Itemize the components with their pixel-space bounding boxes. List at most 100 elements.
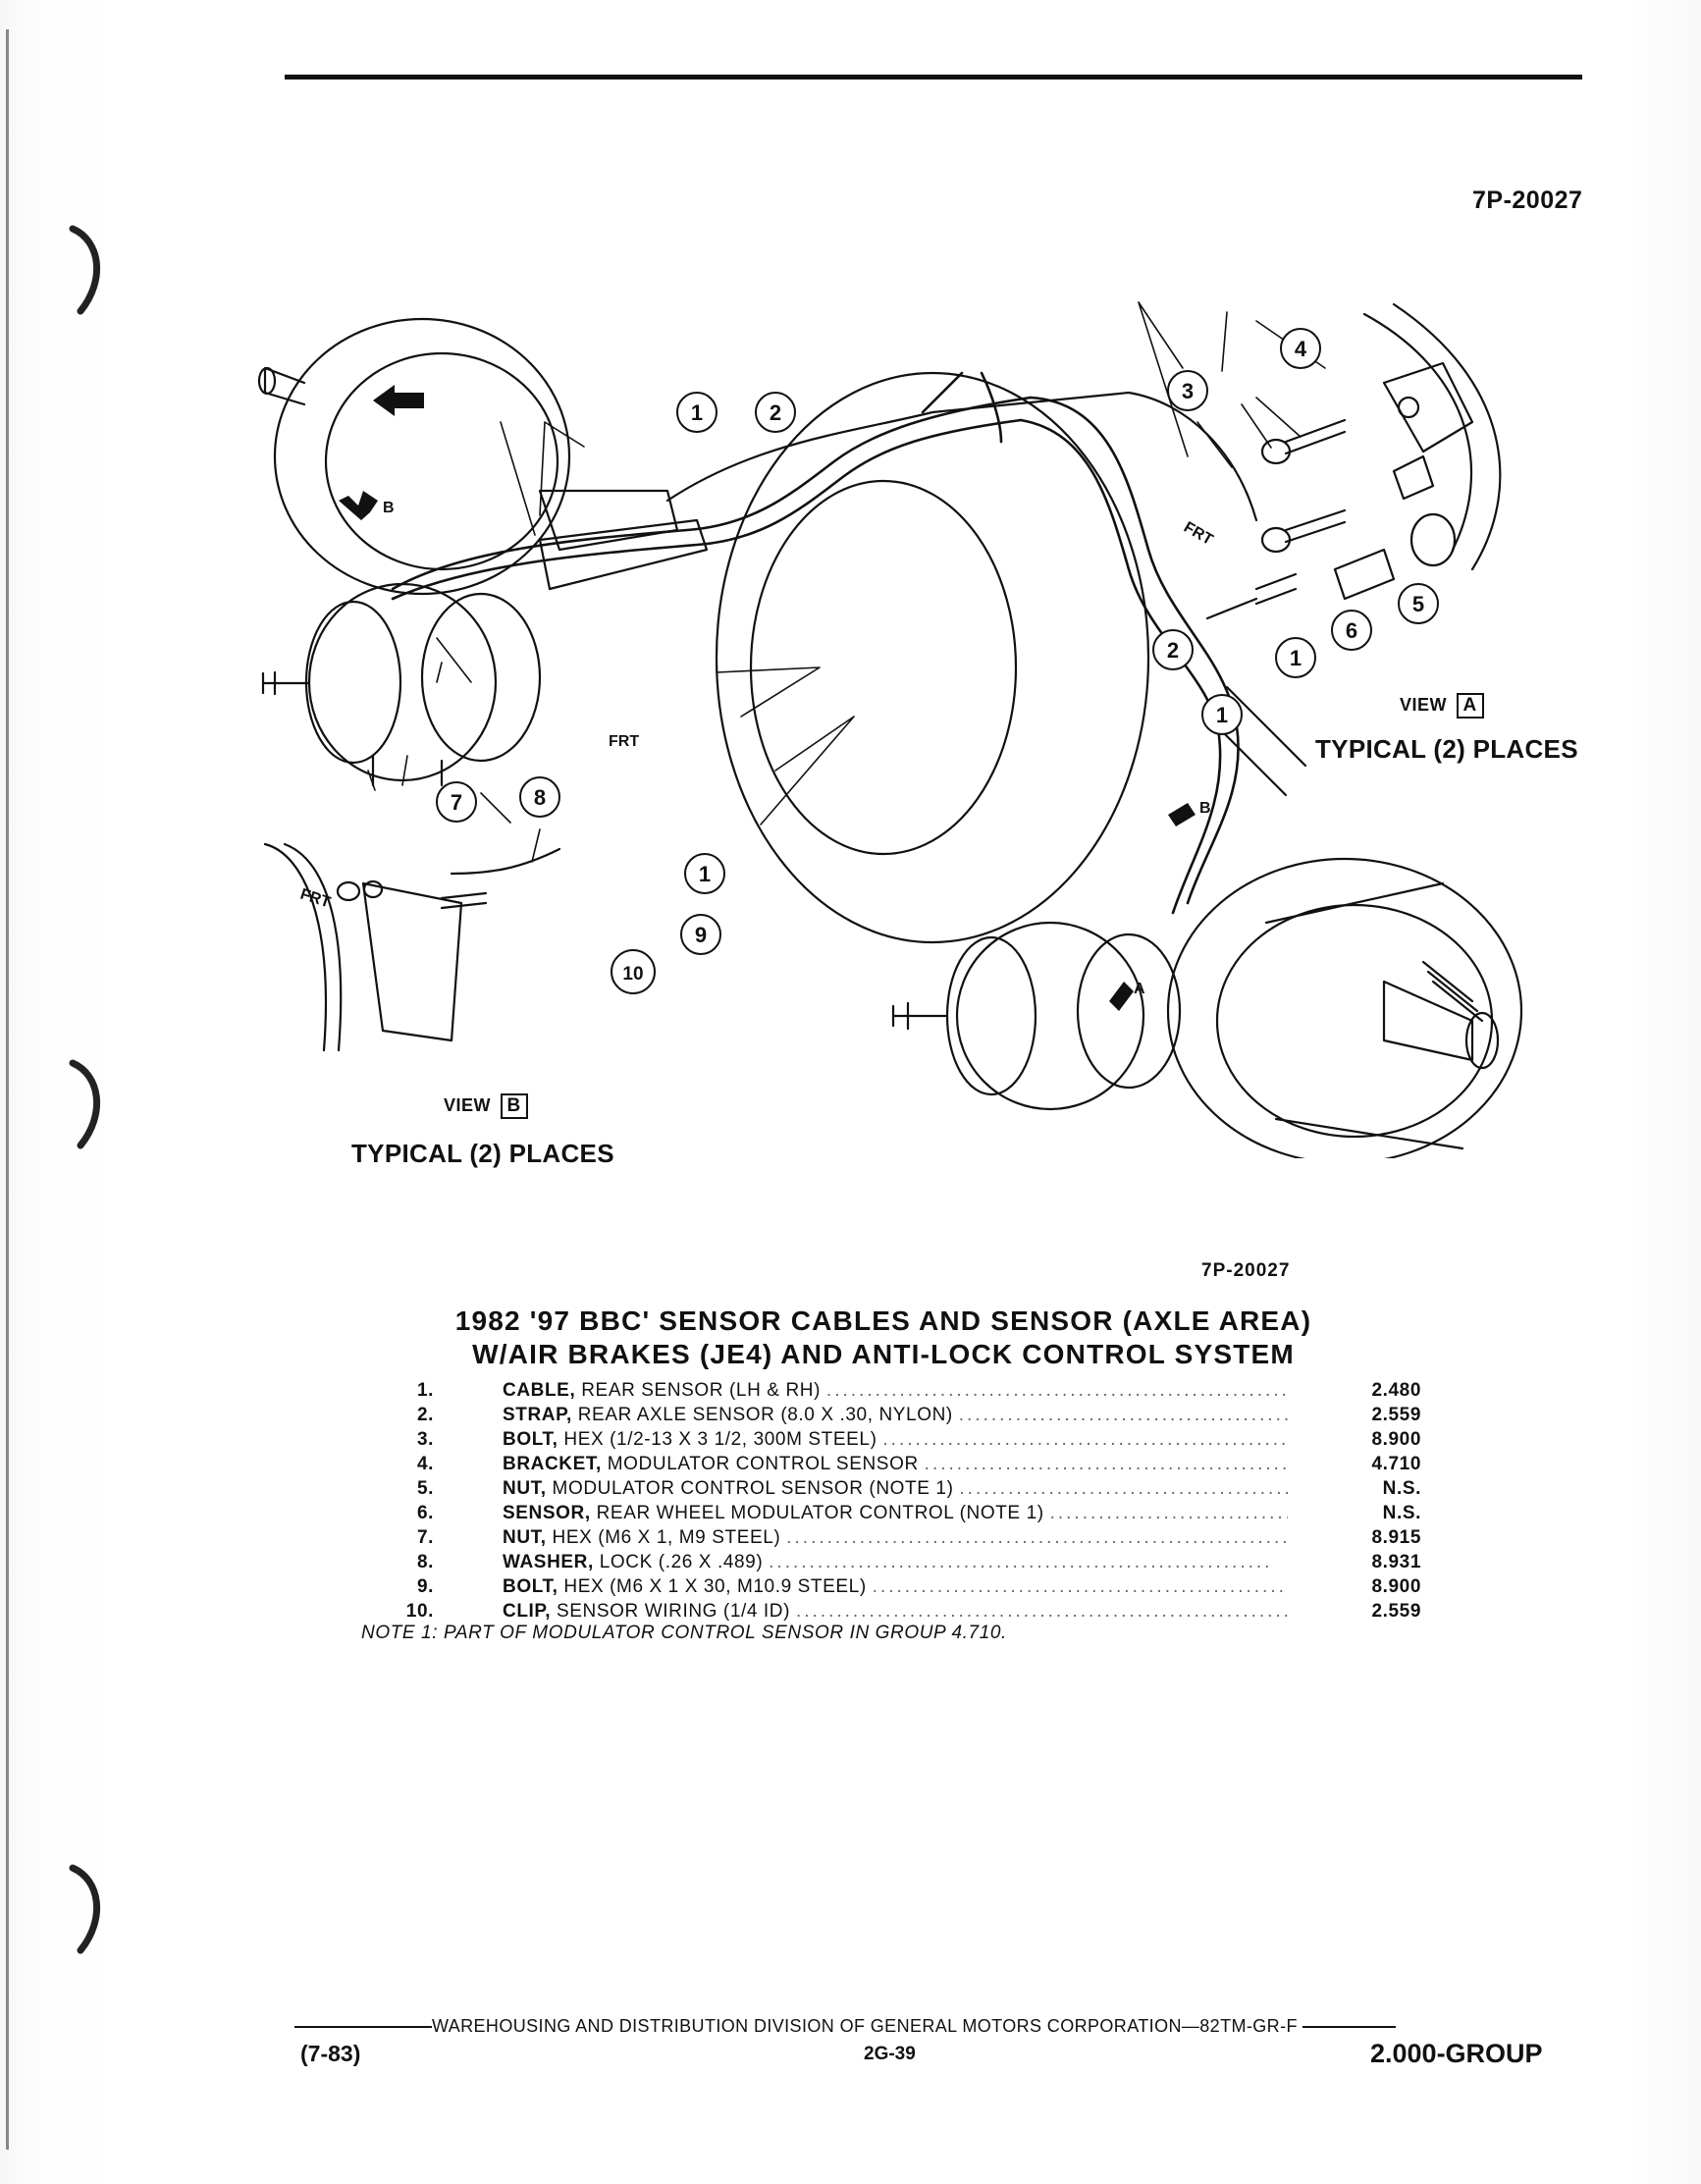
binder-hole-mark	[67, 1055, 110, 1153]
callout-1: 1	[684, 853, 725, 894]
parts-list-row: 2. STRAP, REAR AXLE SENSOR (8.0 X .30, N…	[373, 1403, 1433, 1427]
part-description: BOLT, HEX (1/2-13 X 3 1/2, 300M STEEL) .…	[503, 1429, 1288, 1450]
part-group-number: 2.559	[1371, 1601, 1421, 1622]
view-word: VIEW	[444, 1095, 492, 1115]
header-rule	[285, 75, 1582, 80]
part-group-number: 2.559	[1371, 1405, 1421, 1425]
callout-7: 7	[436, 781, 477, 823]
part-description: CLIP, SENSOR WIRING (1/4 ID) ...........…	[503, 1601, 1288, 1622]
frt-label: FRT	[609, 733, 639, 750]
part-number: 6.	[416, 1503, 434, 1523]
svg-text:1: 1	[691, 400, 703, 425]
view-letter-box: B	[500, 1093, 528, 1119]
parts-list-row: 6. SENSOR, REAR WHEEL MODULATOR CONTROL …	[373, 1501, 1433, 1525]
binder-hole-mark	[67, 1860, 110, 1958]
part-description: NUT, MODULATOR CONTROL SENSOR (NOTE 1) .…	[503, 1478, 1288, 1499]
callout-leaders	[367, 301, 1326, 863]
figure-id-caption: 7P-20027	[1201, 1260, 1291, 1281]
callout-1: 1	[676, 392, 718, 433]
view-letter-box: A	[1456, 693, 1484, 719]
view-a-label: VIEW A	[1400, 693, 1484, 719]
part-description: WASHER, LOCK (.26 X .489) ..............…	[503, 1552, 1273, 1572]
callout-1: 1	[1275, 637, 1316, 678]
svg-text:7: 7	[451, 790, 462, 815]
svg-text:8: 8	[534, 785, 546, 810]
parts-note: NOTE 1: PART OF MODULATOR CONTROL SENSOR…	[361, 1623, 1007, 1643]
svg-text:10: 10	[622, 964, 643, 985]
callout-1: 1	[1201, 694, 1243, 735]
part-group-number: 8.900	[1371, 1429, 1421, 1450]
parts-list: 1. CABLE, REAR SENSOR (LH & RH) ........…	[373, 1378, 1433, 1624]
svg-text:2: 2	[1167, 638, 1179, 663]
svg-text:5: 5	[1412, 592, 1424, 616]
parts-list-row: 9. BOLT, HEX (M6 X 1 X 30, M10.9 STEEL) …	[373, 1574, 1433, 1599]
part-number: 8.	[416, 1552, 434, 1572]
callout-9: 9	[680, 914, 721, 955]
part-number: 5.	[416, 1478, 434, 1499]
callout-6: 6	[1331, 610, 1372, 651]
parts-list-row: 3. BOLT, HEX (1/2-13 X 3 1/2, 300M STEEL…	[373, 1427, 1433, 1452]
direction-arrows	[339, 385, 1196, 1011]
footer-group: 2.000-GROUP	[1370, 2039, 1543, 2068]
parts-title-line-2: W/AIR BRAKES (JE4) AND ANTI-LOCK CONTROL…	[472, 1339, 1295, 1369]
callout-8: 8	[519, 776, 560, 818]
part-group-number: 8.900	[1371, 1576, 1421, 1597]
part-number: 7.	[416, 1527, 434, 1548]
frt-label: FRT	[1181, 519, 1216, 549]
parts-list-row: 7. NUT, HEX (M6 X 1, M9 STEEL) .........…	[373, 1525, 1433, 1550]
svg-text:6: 6	[1346, 618, 1357, 643]
footer-page-number: 2G-39	[864, 2044, 916, 2064]
part-number: 2.	[416, 1405, 434, 1425]
arrow-label-a: A	[1134, 981, 1145, 997]
sensor-cable-lines	[391, 371, 1240, 915]
parts-list-row: 1. CABLE, REAR SENSOR (LH & RH) ........…	[373, 1378, 1433, 1403]
left-brake-chamber	[261, 582, 542, 787]
part-number: 4.	[416, 1454, 434, 1474]
svg-text:4: 4	[1295, 337, 1307, 361]
part-description: BRACKET, MODULATOR CONTROL SENSOR ......…	[503, 1454, 1288, 1474]
parts-list-row: 8. WASHER, LOCK (.26 X .489) ...........…	[373, 1550, 1433, 1574]
part-number: 1.	[416, 1380, 434, 1401]
part-description: CABLE, REAR SENSOR (LH & RH) ...........…	[503, 1380, 1288, 1401]
part-number: 3.	[416, 1429, 434, 1450]
callout-10: 10	[611, 949, 656, 994]
view-b-parts	[263, 842, 561, 1052]
part-number: 9.	[416, 1576, 434, 1597]
footer-org-text: WAREHOUSING AND DISTRIBUTION DIVISION OF…	[432, 2016, 1298, 2036]
arrow-label-b: B	[383, 500, 395, 516]
part-description: STRAP, REAR AXLE SENSOR (8.0 X .30, NYLO…	[503, 1405, 1288, 1425]
page-edge-shadow	[6, 29, 9, 2150]
svg-text:1: 1	[1216, 703, 1228, 727]
part-number: 10.	[405, 1601, 434, 1622]
footer-org-line: WAREHOUSING AND DISTRIBUTION DIVISION OF…	[294, 2016, 1551, 2037]
part-description: NUT, HEX (M6 X 1, M9 STEEL) ............…	[503, 1527, 1288, 1548]
callout-5: 5	[1398, 583, 1439, 624]
arrow-label-b: B	[1199, 800, 1211, 817]
footer-date: (7-83)	[300, 2041, 361, 2066]
binder-hole-mark	[67, 221, 110, 319]
view-a-typical: TYPICAL (2) PLACES	[1315, 734, 1578, 764]
part-group-number: 2.480	[1371, 1380, 1421, 1401]
view-b-typical: TYPICAL (2) PLACES	[351, 1139, 614, 1168]
axle-illustration: 1 2 4 3 5 6 1	[257, 301, 1523, 1158]
callout-3: 3	[1167, 370, 1208, 411]
view-b-label: VIEW B	[444, 1093, 528, 1119]
svg-text:1: 1	[699, 862, 711, 886]
right-brake-assembly	[1166, 857, 1523, 1158]
view-a-parts	[1205, 302, 1502, 620]
callout-2: 2	[1152, 629, 1194, 670]
part-group-number: 8.915	[1371, 1527, 1421, 1548]
callout-4: 4	[1280, 328, 1321, 369]
part-group-number: 4.710	[1371, 1454, 1421, 1474]
parts-list-row: 10. CLIP, SENSOR WIRING (1/4 ID) .......…	[373, 1599, 1433, 1624]
part-group-number: 8.931	[1371, 1552, 1421, 1572]
part-group-number: N.S.	[1382, 1503, 1421, 1523]
parts-list-row: 4. BRACKET, MODULATOR CONTROL SENSOR ...…	[373, 1452, 1433, 1476]
right-brake-chamber	[891, 921, 1182, 1111]
parts-list-row: 5. NUT, MODULATOR CONTROL SENSOR (NOTE 1…	[373, 1476, 1433, 1501]
part-description: SENSOR, REAR WHEEL MODULATOR CONTROL (NO…	[503, 1503, 1288, 1523]
svg-text:2: 2	[770, 400, 781, 425]
svg-text:9: 9	[695, 923, 707, 947]
svg-text:3: 3	[1182, 379, 1194, 403]
